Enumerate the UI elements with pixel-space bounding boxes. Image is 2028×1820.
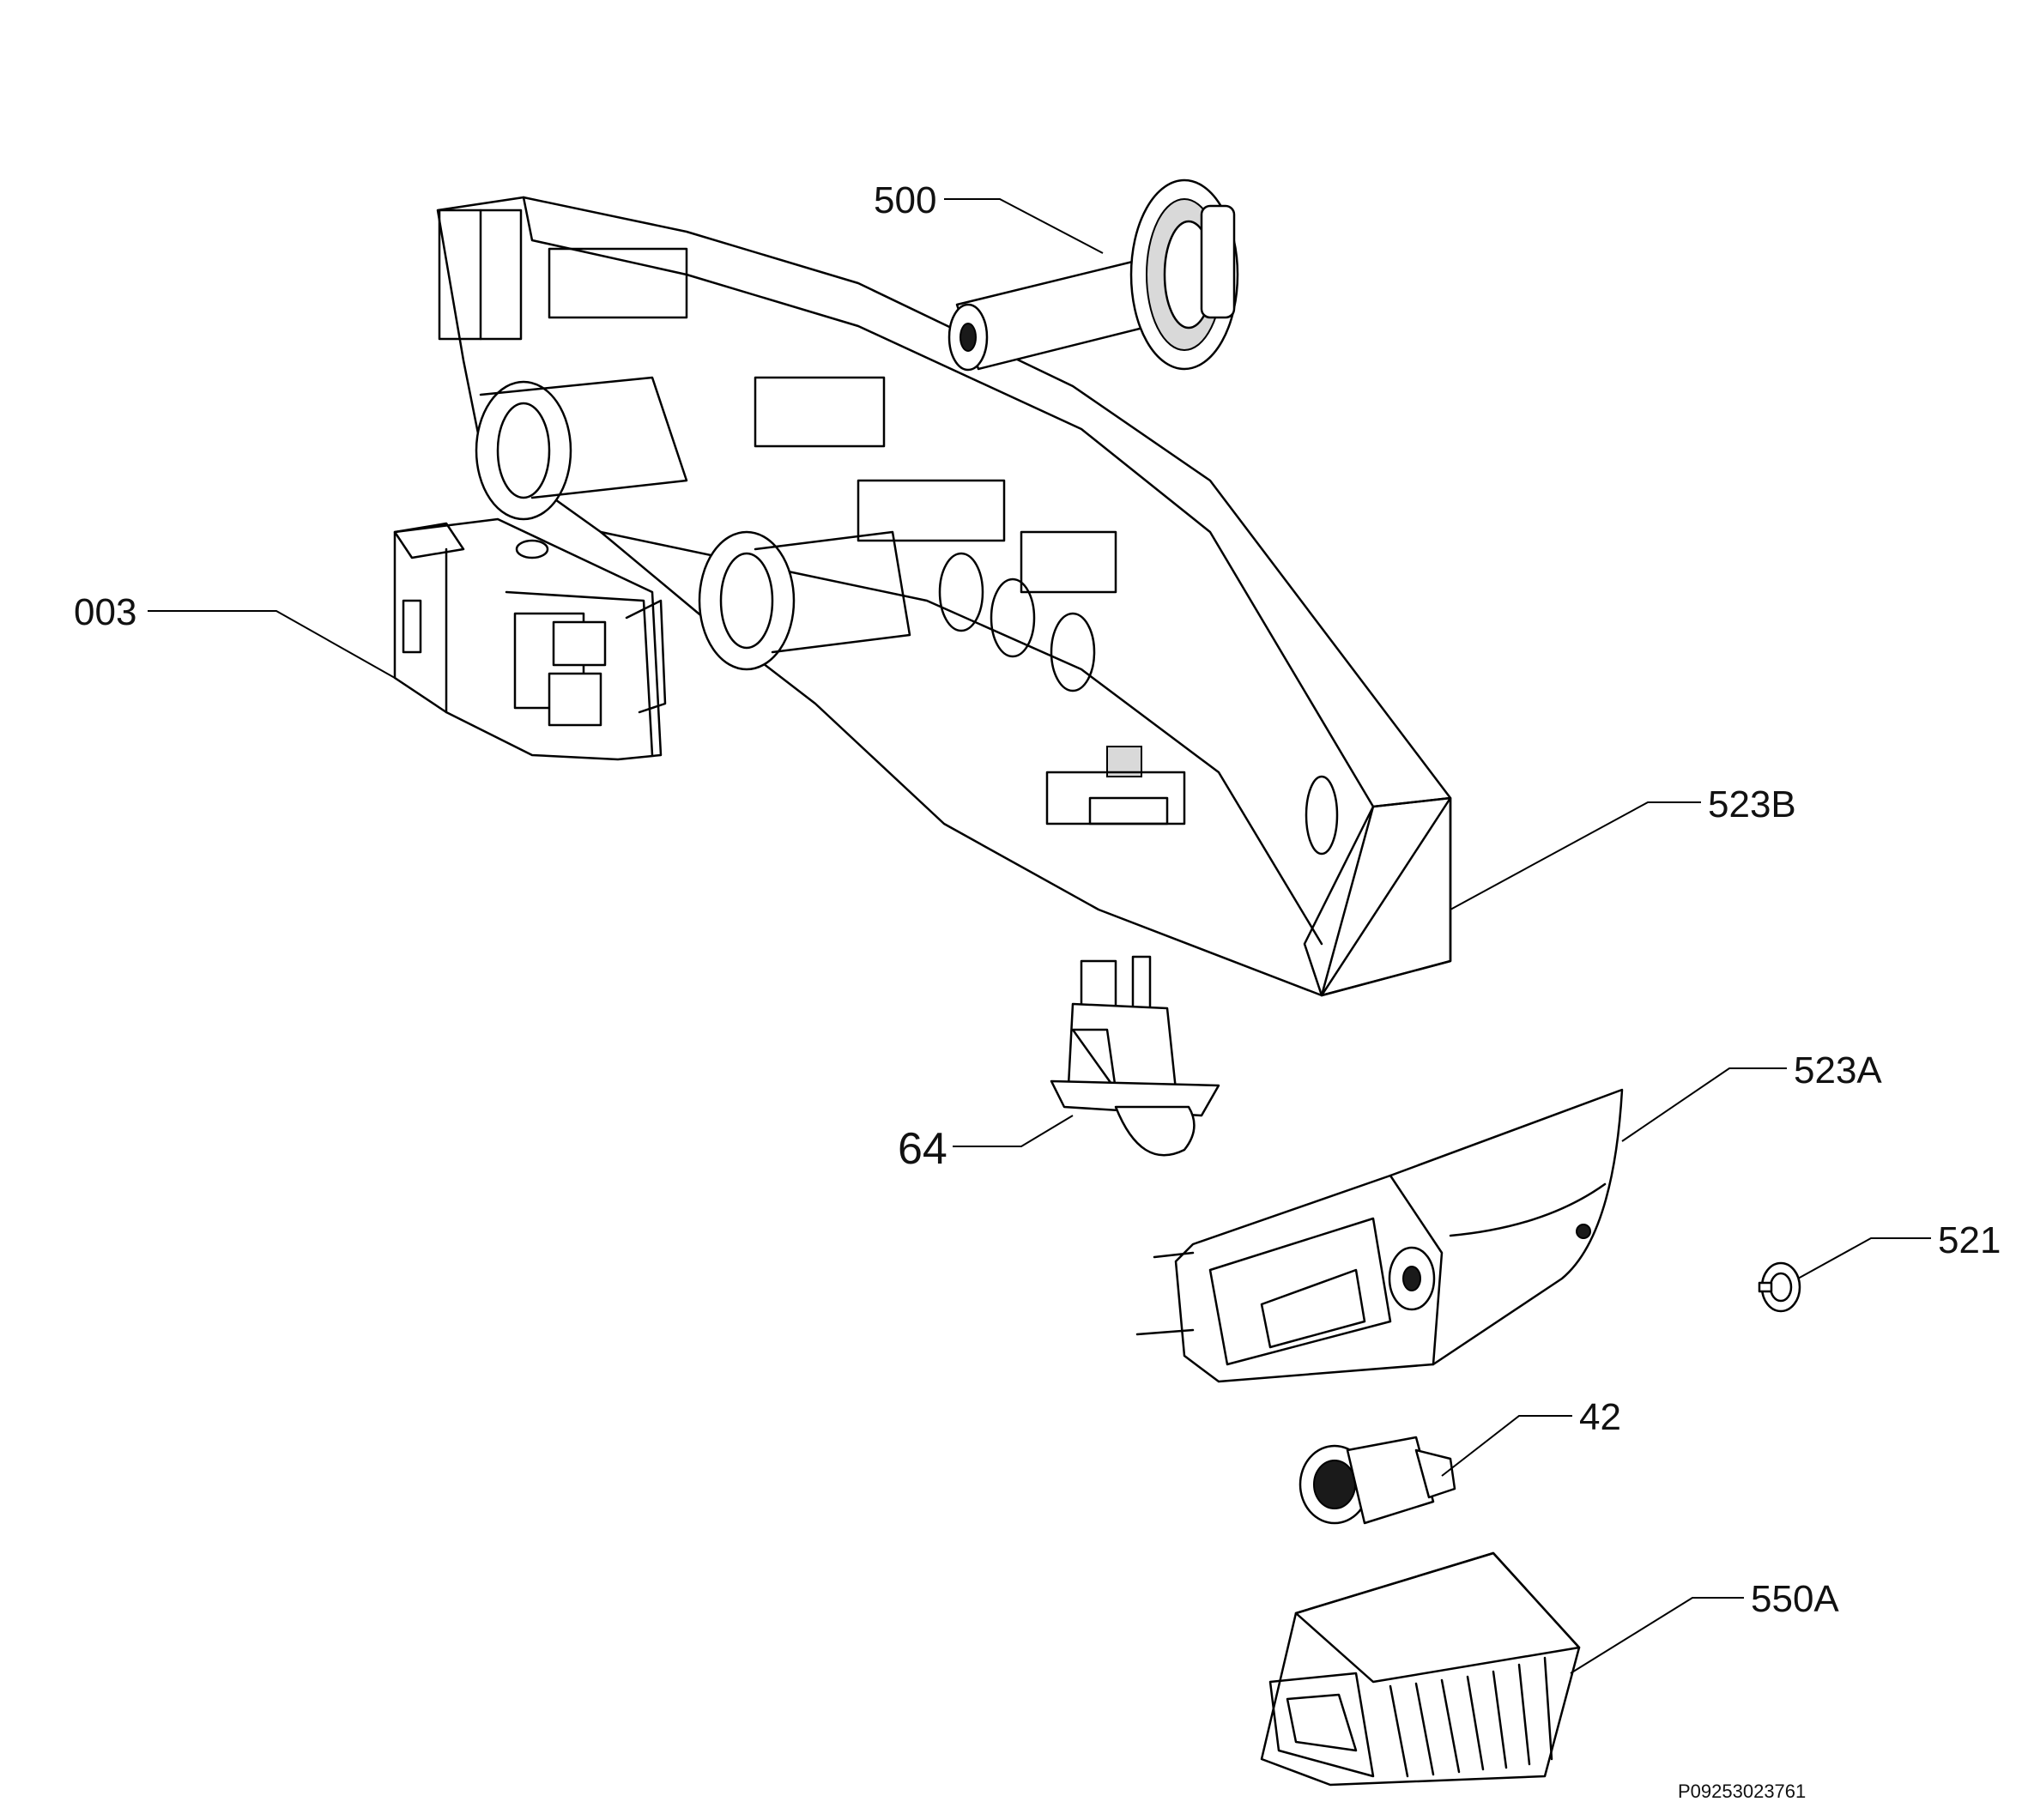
part-64-rocker-switch [1050,955,1220,1157]
part-500-shaft [947,178,1239,372]
callout-500: 500 [874,179,936,221]
leader-500 [944,198,1104,254]
document-id: P09253023761 [1678,1781,1806,1802]
leader-523a [1621,1067,1787,1142]
leader-550a [1570,1597,1744,1674]
callout-521: 521 [1938,1219,2001,1261]
leader-42 [1441,1415,1572,1477]
part-550a-end-cap [1260,1551,1581,1787]
leader-64 [953,1115,1074,1147]
leader-003 [148,610,396,679]
part-003-control-unit [393,517,667,761]
part-521-clip [1758,1261,1801,1313]
callout-64: 64 [898,1124,947,1174]
callout-523b: 523B [1708,783,1796,825]
callout-42: 42 [1579,1396,1621,1438]
leader-523b [1450,801,1701,910]
callout-550a: 550A [1751,1578,1839,1620]
callout-003: 003 [74,591,136,633]
part-523b-housing [436,196,1452,997]
part-42-lamp-holder [1299,1436,1456,1525]
leader-521 [1797,1237,1931,1279]
part-523a-panel-front [1135,1088,1624,1383]
callout-523a: 523A [1794,1049,1882,1091]
leader-lines [148,198,1931,1674]
